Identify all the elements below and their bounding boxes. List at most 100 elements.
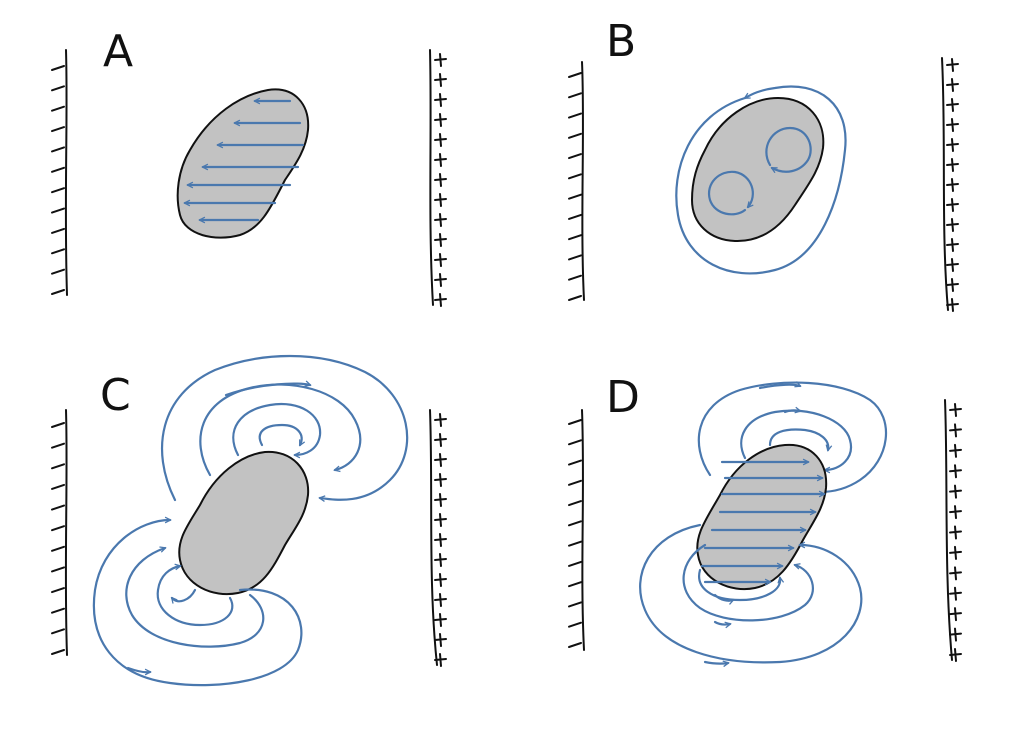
plus-sign — [434, 213, 447, 227]
minus-sign — [51, 207, 65, 214]
field-loop-c-lower-3 — [156, 566, 234, 627]
field-loop-d-upper-2 — [740, 409, 853, 470]
minus-sign — [568, 459, 582, 466]
minus-sign — [568, 560, 582, 567]
minus-sign — [568, 601, 582, 608]
plus-sign — [949, 423, 962, 438]
field-loop-d-lower-1 — [639, 523, 863, 664]
field-loop-c-lower-2 — [125, 548, 265, 648]
plus-sign — [949, 525, 962, 540]
minus-sign — [51, 422, 65, 428]
plus-sign — [434, 53, 447, 67]
panel-label-c: C — [100, 370, 131, 421]
plus-sign — [434, 453, 447, 467]
plus-sign — [946, 58, 959, 72]
plus-sign — [946, 178, 959, 192]
plus-sign — [946, 158, 959, 172]
minus-signs-d — [568, 419, 582, 648]
minus-sign — [568, 234, 582, 241]
minus-signs-c — [51, 422, 65, 655]
minus-signs-b — [568, 72, 582, 301]
plus-sign — [434, 273, 447, 287]
minus-sign — [51, 504, 65, 511]
panel-label-b: B — [606, 16, 636, 67]
particle-d — [696, 443, 828, 590]
minus-sign — [568, 213, 582, 220]
negative-plate-b — [581, 61, 585, 301]
plus-sign — [434, 73, 447, 87]
minus-sign — [51, 442, 65, 449]
plus-sign — [434, 133, 447, 147]
particle-a — [176, 88, 310, 239]
panel-label-d: D — [606, 372, 640, 423]
plus-sign — [949, 505, 962, 520]
plus-sign — [434, 633, 447, 647]
plus-sign — [949, 627, 962, 642]
plus-sign — [946, 258, 959, 272]
plus-sign — [949, 607, 962, 622]
plus-sign — [946, 78, 959, 92]
plus-sign — [949, 545, 962, 560]
minus-sign — [51, 483, 65, 490]
minus-sign — [568, 540, 582, 547]
minus-sign — [568, 520, 582, 527]
plus-sign — [434, 653, 447, 667]
plus-sign — [434, 553, 447, 567]
plus-sign — [946, 238, 959, 252]
field-loop-d-upper-4 — [758, 385, 800, 390]
minus-sign — [51, 607, 65, 614]
plus-sign — [434, 473, 447, 487]
minus-sign — [51, 525, 65, 532]
vortex-lower-b — [707, 170, 754, 216]
plus-sign — [434, 433, 447, 447]
plus-sign — [946, 218, 959, 232]
minus-sign — [568, 274, 582, 281]
plus-sign — [946, 198, 959, 212]
minus-sign — [51, 146, 65, 153]
plus-signs-a — [434, 53, 447, 307]
field-loop-d-lower-5 — [703, 662, 728, 664]
particle-b — [690, 96, 825, 243]
minus-sign — [51, 566, 65, 573]
field-loop-c-upper-5 — [224, 384, 310, 397]
minus-sign — [568, 132, 582, 139]
minus-sign — [568, 153, 582, 160]
minus-sign — [51, 587, 65, 594]
plus-sign — [434, 173, 447, 187]
plus-sign — [434, 113, 447, 127]
plus-sign — [946, 298, 959, 312]
plus-sign — [949, 403, 962, 417]
plus-sign — [434, 533, 447, 547]
plus-sign — [946, 278, 959, 292]
minus-sign — [51, 126, 65, 133]
minus-sign — [51, 628, 65, 635]
minus-sign — [568, 112, 582, 119]
panel-b: B — [568, 16, 959, 312]
minus-sign — [568, 72, 582, 78]
plus-sign — [946, 118, 959, 132]
plus-signs-c — [434, 413, 447, 667]
minus-sign — [568, 500, 582, 507]
field-loop-d-lower-3 — [698, 568, 780, 602]
minus-sign — [568, 254, 582, 261]
plus-sign — [434, 153, 447, 167]
outer-field-loop-b — [675, 85, 847, 275]
positive-plate-d — [944, 399, 953, 661]
plus-sign — [434, 613, 447, 627]
field-loop-d-upper-5 — [783, 410, 800, 412]
minus-sign — [51, 649, 65, 655]
plus-signs-b — [946, 58, 959, 312]
plus-sign — [949, 586, 962, 601]
minus-sign — [51, 268, 65, 275]
internal-field-lines-d — [700, 462, 824, 582]
minus-sign — [51, 463, 65, 470]
minus-signs-a — [51, 65, 65, 295]
field-loop-c-upper-1 — [160, 354, 409, 500]
positive-plate-b — [941, 57, 949, 311]
minus-sign — [568, 642, 582, 648]
plus-sign — [949, 484, 962, 499]
plus-sign — [949, 443, 962, 458]
minus-sign — [51, 105, 65, 112]
minus-sign — [568, 92, 582, 99]
